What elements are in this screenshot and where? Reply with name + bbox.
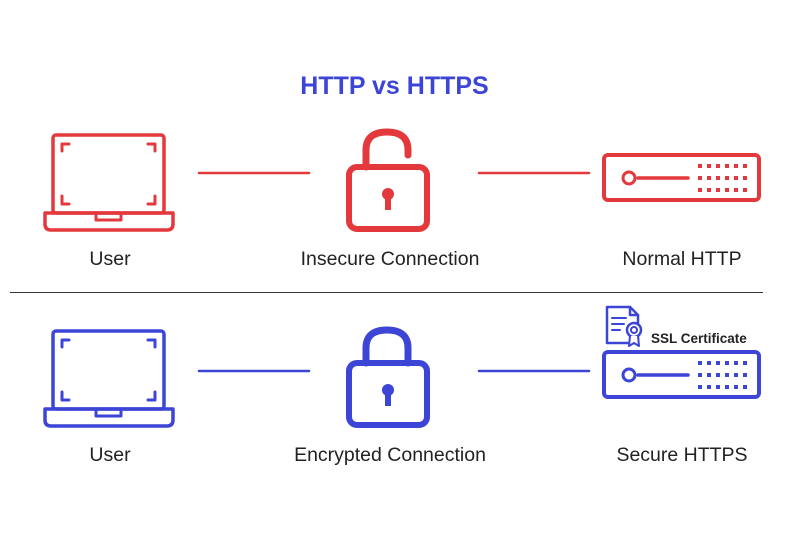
secure-row-graphics xyxy=(43,305,761,428)
server-label: Secure HTTPS xyxy=(616,444,748,466)
server-icon xyxy=(602,350,761,399)
server-label: Normal HTTP xyxy=(622,248,742,270)
user-label: User xyxy=(89,444,131,466)
connection-label: Insecure Connection xyxy=(300,248,480,270)
ssl-certificate-icon xyxy=(605,305,643,347)
diagram-title: HTTP vs HTTPS xyxy=(300,72,489,100)
laptop-icon xyxy=(43,133,175,232)
unlocked-padlock-icon xyxy=(346,128,430,232)
locked-padlock-icon xyxy=(346,326,430,428)
row-divider xyxy=(10,292,763,293)
laptop-icon xyxy=(43,329,175,428)
server-icon xyxy=(602,153,761,202)
user-label: User xyxy=(89,248,131,270)
connection-label: Encrypted Connection xyxy=(294,444,486,466)
insecure-row-graphics xyxy=(43,128,761,232)
ssl-certificate-label: SSL Certificate xyxy=(651,331,747,346)
